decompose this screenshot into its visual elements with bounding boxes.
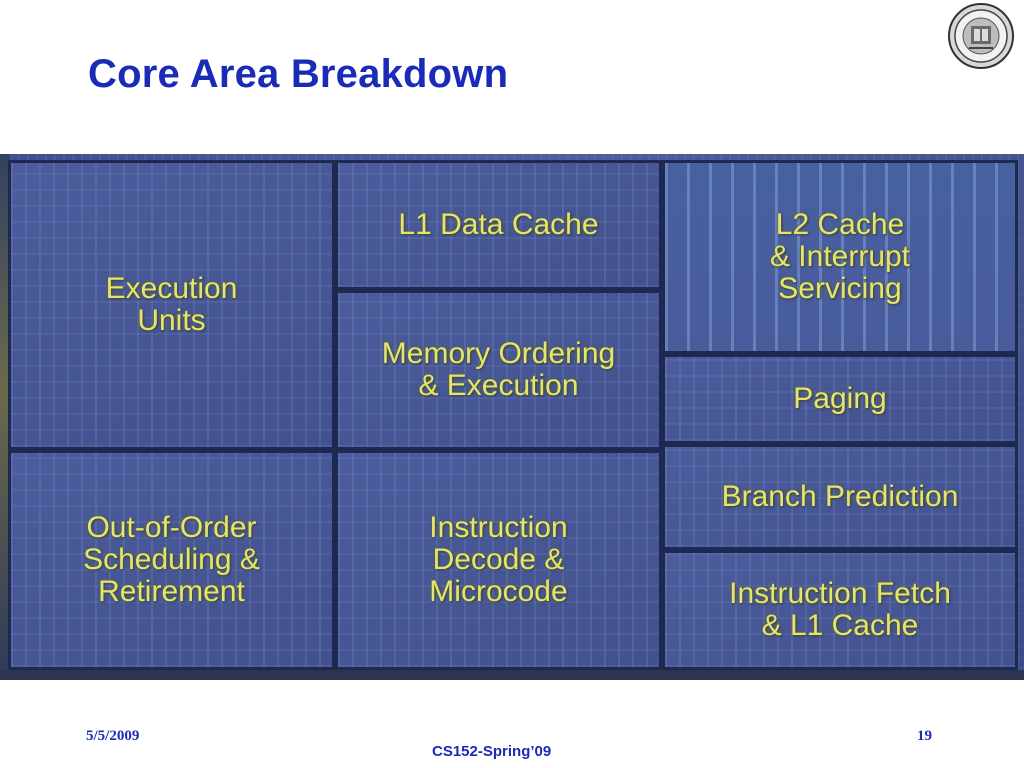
- block-instruction-fetch: Instruction Fetch & L1 Cache: [662, 550, 1018, 670]
- die-edge-bottom: [0, 670, 1024, 680]
- slide-title: Core Area Breakdown: [88, 52, 509, 96]
- block-label: Execution Units: [105, 272, 238, 337]
- university-seal-icon: [948, 3, 1014, 69]
- block-instruction-decode: Instruction Decode & Microcode: [335, 450, 662, 670]
- block-l1-data-cache: L1 Data Cache: [335, 160, 662, 290]
- footer-date: 5/5/2009: [86, 728, 140, 744]
- block-label: L2 Cache & Interrupt Servicing: [769, 208, 911, 305]
- footer-page-number: 19: [917, 728, 932, 744]
- block-out-of-order: Out-of-Order Scheduling & Retirement: [8, 450, 335, 670]
- block-label: Out-of-Order Scheduling & Retirement: [83, 511, 260, 608]
- block-label: Paging: [793, 382, 887, 415]
- core-die-photo: Execution Units L1 Data Cache L2 Cache &…: [0, 154, 1024, 680]
- block-paging: Paging: [662, 354, 1018, 444]
- die-edge-left: [0, 154, 10, 680]
- block-execution-units: Execution Units: [8, 160, 335, 450]
- block-label: Branch Prediction: [721, 480, 959, 513]
- block-l2-cache: L2 Cache & Interrupt Servicing: [662, 160, 1018, 354]
- block-label: Instruction Decode & Microcode: [429, 511, 568, 608]
- block-memory-ordering: Memory Ordering & Execution: [335, 290, 662, 450]
- block-label: L1 Data Cache: [398, 208, 599, 241]
- block-label: Memory Ordering & Execution: [381, 337, 616, 402]
- footer-course: CS152-Spring’09: [432, 743, 552, 760]
- block-branch-prediction: Branch Prediction: [662, 444, 1018, 550]
- block-label: Instruction Fetch & L1 Cache: [729, 577, 951, 642]
